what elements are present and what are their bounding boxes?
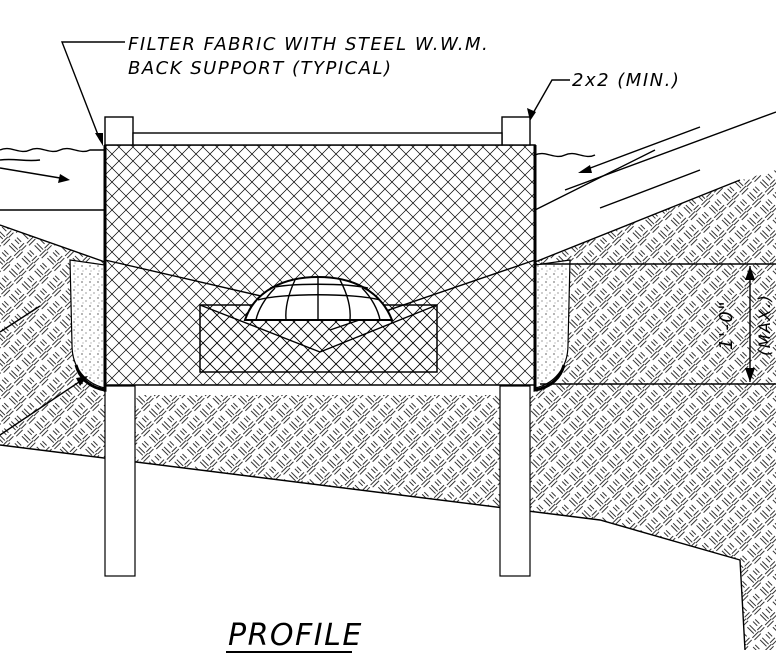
left-callout-leader-1 bbox=[0, 305, 41, 333]
post-size-label: 2x2 (MIN.) bbox=[572, 70, 680, 91]
flow-arrow-right-2 bbox=[599, 169, 701, 209]
dimension-arrow-bottom bbox=[745, 368, 755, 382]
top-rail bbox=[132, 132, 503, 146]
dimension-note-label: (MAX.) bbox=[755, 294, 774, 356]
filter-fabric-left-edge bbox=[74, 145, 107, 392]
post-size-leader-arrowhead bbox=[527, 108, 536, 121]
drawing-title: PROFILE bbox=[228, 618, 363, 653]
dimension-arrow-top bbox=[745, 266, 755, 280]
left-callout-leader-2-arrowhead bbox=[76, 376, 88, 386]
flow-arrow-left-head bbox=[58, 174, 70, 183]
left-backfill-stipple bbox=[72, 262, 105, 386]
ground-earth-hatch bbox=[0, 170, 776, 650]
flow-arrow-right-1 bbox=[584, 126, 701, 171]
ground-lower-boundary bbox=[0, 444, 746, 651]
filter-fabric-label-line2: BACK SUPPORT (TYPICAL) bbox=[128, 58, 393, 79]
flow-arrow-left bbox=[0, 167, 61, 179]
dome-grate bbox=[243, 275, 394, 321]
water-surface-right bbox=[534, 111, 776, 211]
flow-arrow-right-1-head bbox=[578, 165, 592, 173]
left-post-top bbox=[104, 116, 134, 146]
ground-surface-left bbox=[0, 224, 106, 263]
filter-fabric-leader-arrowhead bbox=[95, 133, 103, 146]
post-size-leader bbox=[531, 79, 570, 116]
right-post-lower bbox=[499, 385, 531, 577]
left-post-lower bbox=[104, 385, 136, 577]
right-backfill-stipple bbox=[535, 262, 568, 386]
water-surface-left bbox=[0, 147, 105, 211]
dimension-value-label: 1'-0" bbox=[716, 300, 737, 350]
drain-inlet-divider bbox=[199, 304, 438, 353]
filter-fabric-leader bbox=[60, 41, 125, 141]
ground-surface-right bbox=[534, 179, 741, 263]
left-callout-leader-2 bbox=[0, 379, 83, 436]
filter-fabric-label-line1: FILTER FABRIC WITH STEEL W.W.M. bbox=[128, 34, 489, 55]
right-post-top bbox=[501, 116, 531, 146]
